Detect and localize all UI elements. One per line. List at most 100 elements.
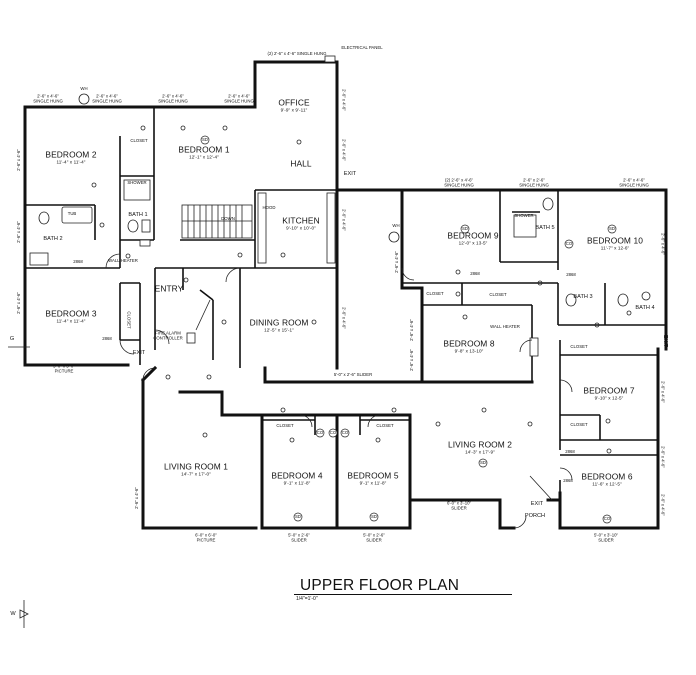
co-mark: CO <box>565 240 573 246</box>
door-swings <box>105 253 573 529</box>
room-name: HALL <box>290 158 312 169</box>
window-label: 2'-6" x 4'-6" <box>660 446 666 468</box>
closet-label: CLOSET <box>489 291 507 297</box>
room-living-2: LIVING ROOM 2 14'-3" x 17'-9" <box>447 439 513 456</box>
closet-label: CLOSET <box>126 311 132 329</box>
door-size-label: 2868 <box>563 477 573 483</box>
window-label: 2'-6" x 4'-6" <box>341 209 347 231</box>
room-hall: HALL <box>290 158 312 169</box>
room-dimension: 9'-10" x 12-5" <box>594 395 624 401</box>
window-label: 2'-6" x 4'-6" <box>408 349 414 371</box>
room-dimension: 14'-7" x 17'-0" <box>181 471 211 477</box>
room-dimension: 14'-3" x 17'-9" <box>465 449 495 455</box>
sd-mark: SD <box>462 225 468 231</box>
room-name: BEDROOM 1 <box>178 144 230 155</box>
exterior-walls <box>23 60 668 530</box>
window-label: 2'-6" x 4'-6" SINGLE HUNG <box>619 177 649 187</box>
hood-label: HOOD <box>262 204 276 210</box>
office-window-label: (2) 2'-6" x 4'-6" SINGLE HUNG <box>267 50 327 56</box>
room-bath-2: BATH 2 <box>43 236 63 243</box>
fire-alarm-label: FIRE ALARM CONTROLLER <box>153 330 183 340</box>
window-label: 2'-6" x 4'-6" <box>660 381 666 403</box>
exit-label: EXIT <box>530 501 544 508</box>
sd-mark: SD <box>202 136 208 142</box>
window-label: 2'-6" x 4'-6" SINGLE HUNG <box>224 93 254 103</box>
window-label: 2'-6" x 4'-6" <box>660 494 666 516</box>
closet-label: CLOSET <box>376 422 394 428</box>
window-label: 2'-6" x 4'-6" <box>393 251 399 273</box>
fixtures <box>29 55 651 357</box>
window-label: 5'-0" x 3'-10" SLIDER <box>593 532 619 542</box>
sd-mark: SD <box>371 513 377 519</box>
room-dimension: 12'-5" x 15'-1" <box>264 327 294 333</box>
window-label: (2) 2'-6" x 4'-6" SINGLE HUNG <box>444 177 474 187</box>
room-dimension: 9'-1" x 11'-8" <box>283 480 311 486</box>
room-bedroom-3: BEDROOM 3 11'-4" x 11'-4" <box>45 309 96 325</box>
room-bedroom-6: BEDROOM 6 11'-6" x 12'-5" <box>581 471 633 488</box>
shower-label: SHOWER <box>514 212 534 218</box>
title-underline <box>294 594 512 595</box>
window-label: 2'-6" x 4'-6" <box>15 149 21 171</box>
door-size-label: 2868 <box>566 271 576 277</box>
room-bedroom-8: BEDROOM 8 9'-8" x 13-10" <box>443 339 494 355</box>
window-label: 6'-0" x 3'-10" SLIDER <box>446 500 472 510</box>
room-dimension: 9'-1" x 11'-8" <box>359 480 387 486</box>
room-name: BEDROOM 4 <box>271 470 323 481</box>
room-name: ENTRY <box>154 283 184 294</box>
room-bath-4: BATH 4 <box>635 305 655 312</box>
room-name: LIVING ROOM 2 <box>447 439 513 450</box>
room-office: OFFICE 9'-9" x 9'-11" <box>278 97 310 114</box>
sd-mark: SD <box>295 513 301 519</box>
closet-label: CLOSET <box>570 343 588 349</box>
room-bath-5: BATH 5 <box>535 225 555 232</box>
wh-label: WH <box>80 85 88 91</box>
interior-walls <box>25 107 666 528</box>
window-label: 2'-6" x 4'-6" <box>341 307 347 329</box>
co-mark: CO <box>603 515 611 521</box>
stairs-down-label: DOWN <box>221 215 235 221</box>
window-label: 2'-6" x 4'-6" <box>660 233 666 255</box>
room-bedroom-10: BEDROOM 10 11'-7" x 12-6" <box>587 235 643 252</box>
room-dimension: 9'-9" x 9'-11" <box>280 107 308 113</box>
room-bedroom-9: BEDROOM 9 12'-0" x 13-5" <box>447 231 498 247</box>
window-label: 2'-6" x 4'-6" SINGLE HUNG <box>92 93 122 103</box>
room-bedroom-1: BEDROOM 1 12'-1" x 12'-4" <box>178 144 230 161</box>
electrical-panel-label: ELECTRICAL PANEL <box>341 44 383 50</box>
room-name: BEDROOM 6 <box>581 471 633 482</box>
sd-mark: SD <box>480 459 486 465</box>
co-mark: CO <box>329 429 337 435</box>
window-label: 2'-6" x 4'-6" <box>15 221 21 243</box>
room-name: DINING ROOM <box>249 317 309 328</box>
room-dimension: 12'-0" x 13-5" <box>458 240 488 246</box>
wall-heater-label: WALL HEATER <box>490 323 520 329</box>
room-dimension: 11'-4" x 11'-4" <box>56 159 86 165</box>
window-label: 2'-6" x 4'-6" <box>341 89 347 111</box>
utility-marks <box>8 346 30 628</box>
exit-label: EXIT <box>661 334 668 348</box>
exit-label: EXIT <box>343 171 357 178</box>
co-mark: CO <box>341 429 349 435</box>
window-label: 2'-6" x 4'-6" SINGLE HUNG <box>33 93 63 103</box>
window-label: 2'-6" x 4'-6" <box>341 139 347 161</box>
plan-scale: 1/4"=1'-0" <box>296 596 318 602</box>
co-mark: CO <box>316 429 324 435</box>
window-label: 5'-0" x 5'-0" PICTURE <box>53 363 75 373</box>
room-dimension: 12'-1" x 12'-4" <box>189 154 219 160</box>
plan-title: UPPER FLOOR PLAN <box>300 577 460 594</box>
room-dimension: 11'-6" x 12'-5" <box>592 481 622 487</box>
door-size-label: 2868 <box>73 258 83 264</box>
room-name: OFFICE <box>278 97 310 108</box>
room-living-1: LIVING ROOM 1 14'-7" x 17'-0" <box>164 462 228 478</box>
exit-label: EXIT <box>132 350 146 357</box>
window-label: 2'-6" x 4'-6" <box>133 487 139 509</box>
room-name: BEDROOM 5 <box>347 470 399 481</box>
window-label: 2'-6" x 4'-6" SINGLE HUNG <box>158 93 188 103</box>
window-label: 2'-6" x 4'-6" <box>408 319 414 341</box>
door-size-label: 2868 <box>470 270 480 276</box>
room-bath-1: BATH 1 <box>128 212 148 219</box>
room-dimension: 11'-4" x 11'-4" <box>56 318 86 324</box>
room-name: BEDROOM 10 <box>587 235 643 246</box>
wall-heater-label: WALL HEATER <box>108 257 138 263</box>
detector-marks <box>200 135 617 524</box>
